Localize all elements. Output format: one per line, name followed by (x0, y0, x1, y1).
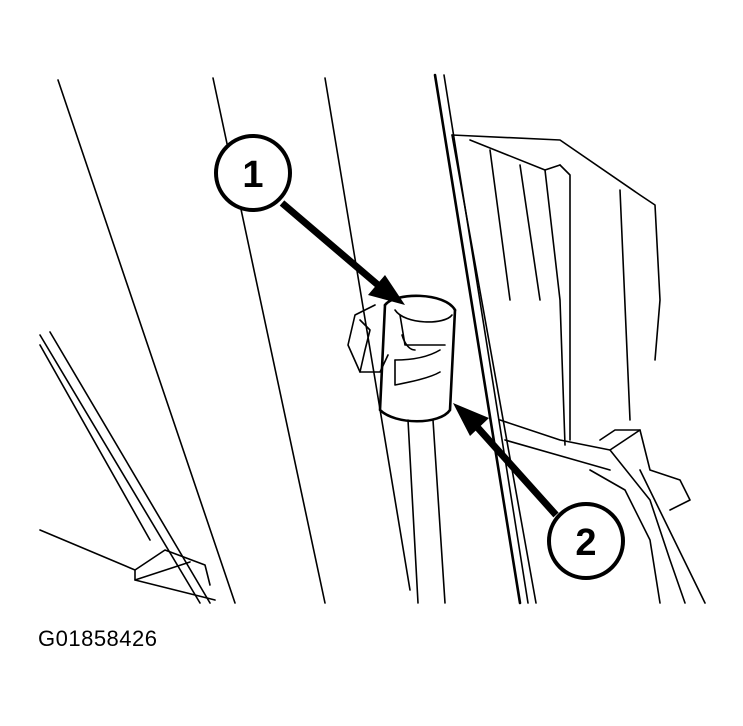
callout-1-label: 1 (242, 154, 263, 196)
callout-2-circle (547, 502, 625, 580)
callout-1-circle (214, 134, 292, 212)
callout-1: 1 (214, 134, 292, 212)
figure-id-label: G01858426 (38, 626, 158, 651)
callout-2-arrowhead (453, 403, 489, 436)
callout-2-label: 2 (575, 522, 596, 564)
callout-1-arrow-shaft (279, 200, 381, 288)
callout-2-arrow-shaft (475, 425, 559, 518)
pillar-rail (433, 73, 537, 605)
callout-1-arrowhead (368, 275, 405, 305)
right-housing (451, 134, 706, 604)
callout-arrows (279, 200, 559, 518)
bolt-sleeve (378, 294, 457, 423)
support-rod (407, 419, 446, 604)
callout-2: 2 (547, 502, 625, 580)
lower-left-trim (39, 331, 216, 604)
